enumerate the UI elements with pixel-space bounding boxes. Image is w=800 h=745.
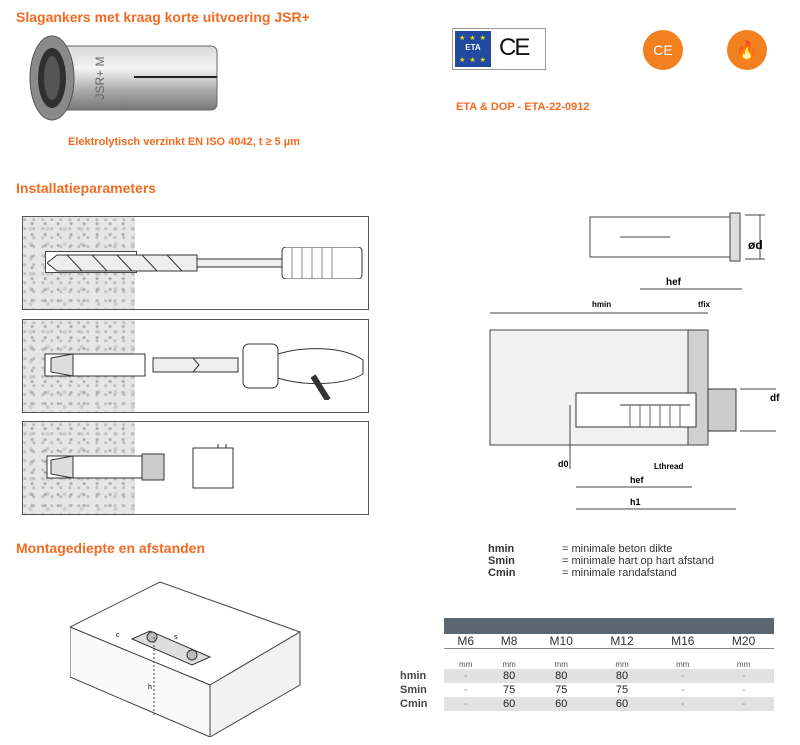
- table-row: Cmin - 60 60 60 - -: [398, 697, 774, 711]
- plate-label-h: h: [148, 684, 152, 691]
- table-cell: -: [652, 697, 714, 711]
- table-cell: -: [680, 684, 685, 696]
- plate-label-c: c: [116, 632, 120, 639]
- table-cell: -: [444, 697, 488, 711]
- step-drill-panel: [22, 216, 369, 310]
- drill-icon: [47, 247, 363, 279]
- table-cell: -: [444, 669, 488, 683]
- legend-text: = minimale beton dikte: [562, 543, 673, 555]
- label-hef: hef: [630, 475, 645, 485]
- unit-cell: mm: [502, 660, 516, 669]
- table-cell: -: [713, 697, 774, 711]
- legend-row: Smin = minimale hart op hart afstand: [488, 555, 714, 567]
- anchor-section-diagram: ød hef hmin tfix df d0 Lthread hef h1: [489, 212, 780, 510]
- label-hmin: hmin: [592, 300, 611, 309]
- size-cell: M8: [487, 634, 531, 649]
- legend-text: = minimale hart op hart afstand: [562, 555, 714, 567]
- size-cell: M20: [713, 634, 774, 649]
- label-h1: h1: [630, 497, 641, 507]
- table-row: hmin - 80 80 80 - -: [398, 669, 774, 683]
- table-header-bar: [398, 618, 774, 634]
- table-cell: -: [652, 669, 714, 683]
- size-cell: M10: [530, 634, 592, 649]
- size-cell: M16: [652, 634, 714, 649]
- legend: hmin = minimale beton dikte Smin = minimal…: [488, 543, 714, 579]
- section-mounting-heading: Montagediepte en afstanden: [16, 540, 206, 556]
- row-label: Smin: [400, 684, 427, 696]
- finish-note: Elektrolytisch verzinkt EN ISO 4042, t ≥…: [68, 136, 300, 148]
- table-cell: 80: [530, 669, 592, 683]
- table-cell: 75: [555, 684, 568, 696]
- table-cell: -: [713, 669, 774, 683]
- table-cell: 75: [502, 684, 516, 696]
- ce-mark: CE: [499, 34, 530, 61]
- legend-row: Cmin = minimale randafstand: [488, 567, 714, 579]
- legend-text: = minimale randafstand: [562, 567, 677, 579]
- plate-label-s: s: [174, 634, 178, 641]
- spec-table: M6 M8 M10 M12 M16 M20 mm mm mm mm mm mm …: [398, 618, 774, 711]
- section-install-heading: Installatieparameters: [16, 180, 157, 196]
- size-cell: M12: [591, 634, 653, 649]
- label-hef-top: hef: [666, 277, 682, 288]
- table-cell: 60: [487, 697, 531, 711]
- eta-note: ETA & DOP - ETA-22-0912: [456, 101, 590, 113]
- page-title: Slagankers met kraag korte uitvoering JS…: [16, 9, 310, 25]
- row-label: Cmin: [400, 698, 428, 710]
- eu-flag-icon: ETA ★ ★ ★ ★ ★ ★: [455, 31, 491, 67]
- table-cell: 60: [591, 697, 653, 711]
- label-lthread: Lthread: [654, 462, 683, 471]
- unit-cell: mm: [676, 660, 690, 669]
- legend-symbol: Cmin: [488, 567, 516, 579]
- product-marking: JSR+ M: [93, 56, 107, 99]
- table-cell: 60: [530, 697, 592, 711]
- mounting-plate-diagram: c s h: [70, 581, 302, 737]
- hammer-icon: [44, 343, 364, 400]
- size-cell: M6: [444, 634, 488, 649]
- unit-cell: mm: [615, 660, 629, 669]
- step-hammer-panel: [22, 319, 369, 413]
- label-d0: d0: [558, 459, 569, 469]
- step-torque-panel: [22, 421, 369, 515]
- anchor-product-image: JSR+ M: [29, 35, 218, 121]
- wrench-icon: [46, 444, 234, 489]
- table-cell: -: [741, 684, 746, 696]
- fire-icon-glyph: 🔥: [735, 40, 759, 60]
- table-unit-row: mm mm mm mm mm mm: [398, 649, 774, 669]
- table-cell: 80: [591, 669, 653, 683]
- legend-symbol: Smin: [488, 555, 515, 567]
- label-df: df: [770, 393, 780, 404]
- ce-icon-glyph: CE: [653, 42, 673, 58]
- eta-ce-logo: ETA ★ ★ ★ ★ ★ ★ CE: [452, 28, 546, 70]
- fire-icon: 🔥: [727, 30, 767, 70]
- eta-text: ETA: [465, 43, 481, 52]
- label-tfix: tfix: [698, 300, 711, 309]
- legend-symbol: hmin: [488, 543, 515, 555]
- table-size-row: M6 M8 M10 M12 M16 M20: [398, 634, 774, 649]
- label-od: ød: [748, 238, 763, 252]
- table-cell: 80: [487, 669, 531, 683]
- table-cell: 75: [615, 684, 629, 696]
- ce-icon: CE: [643, 30, 683, 70]
- unit-cell: mm: [736, 660, 751, 669]
- unit-cell: mm: [459, 660, 473, 669]
- legend-row: hmin = minimale beton dikte: [488, 543, 714, 555]
- unit-cell: mm: [554, 660, 568, 669]
- table-cell: -: [463, 684, 468, 696]
- row-label: hmin: [400, 670, 427, 682]
- table-row: Smin - 75 75 75 - -: [398, 683, 774, 697]
